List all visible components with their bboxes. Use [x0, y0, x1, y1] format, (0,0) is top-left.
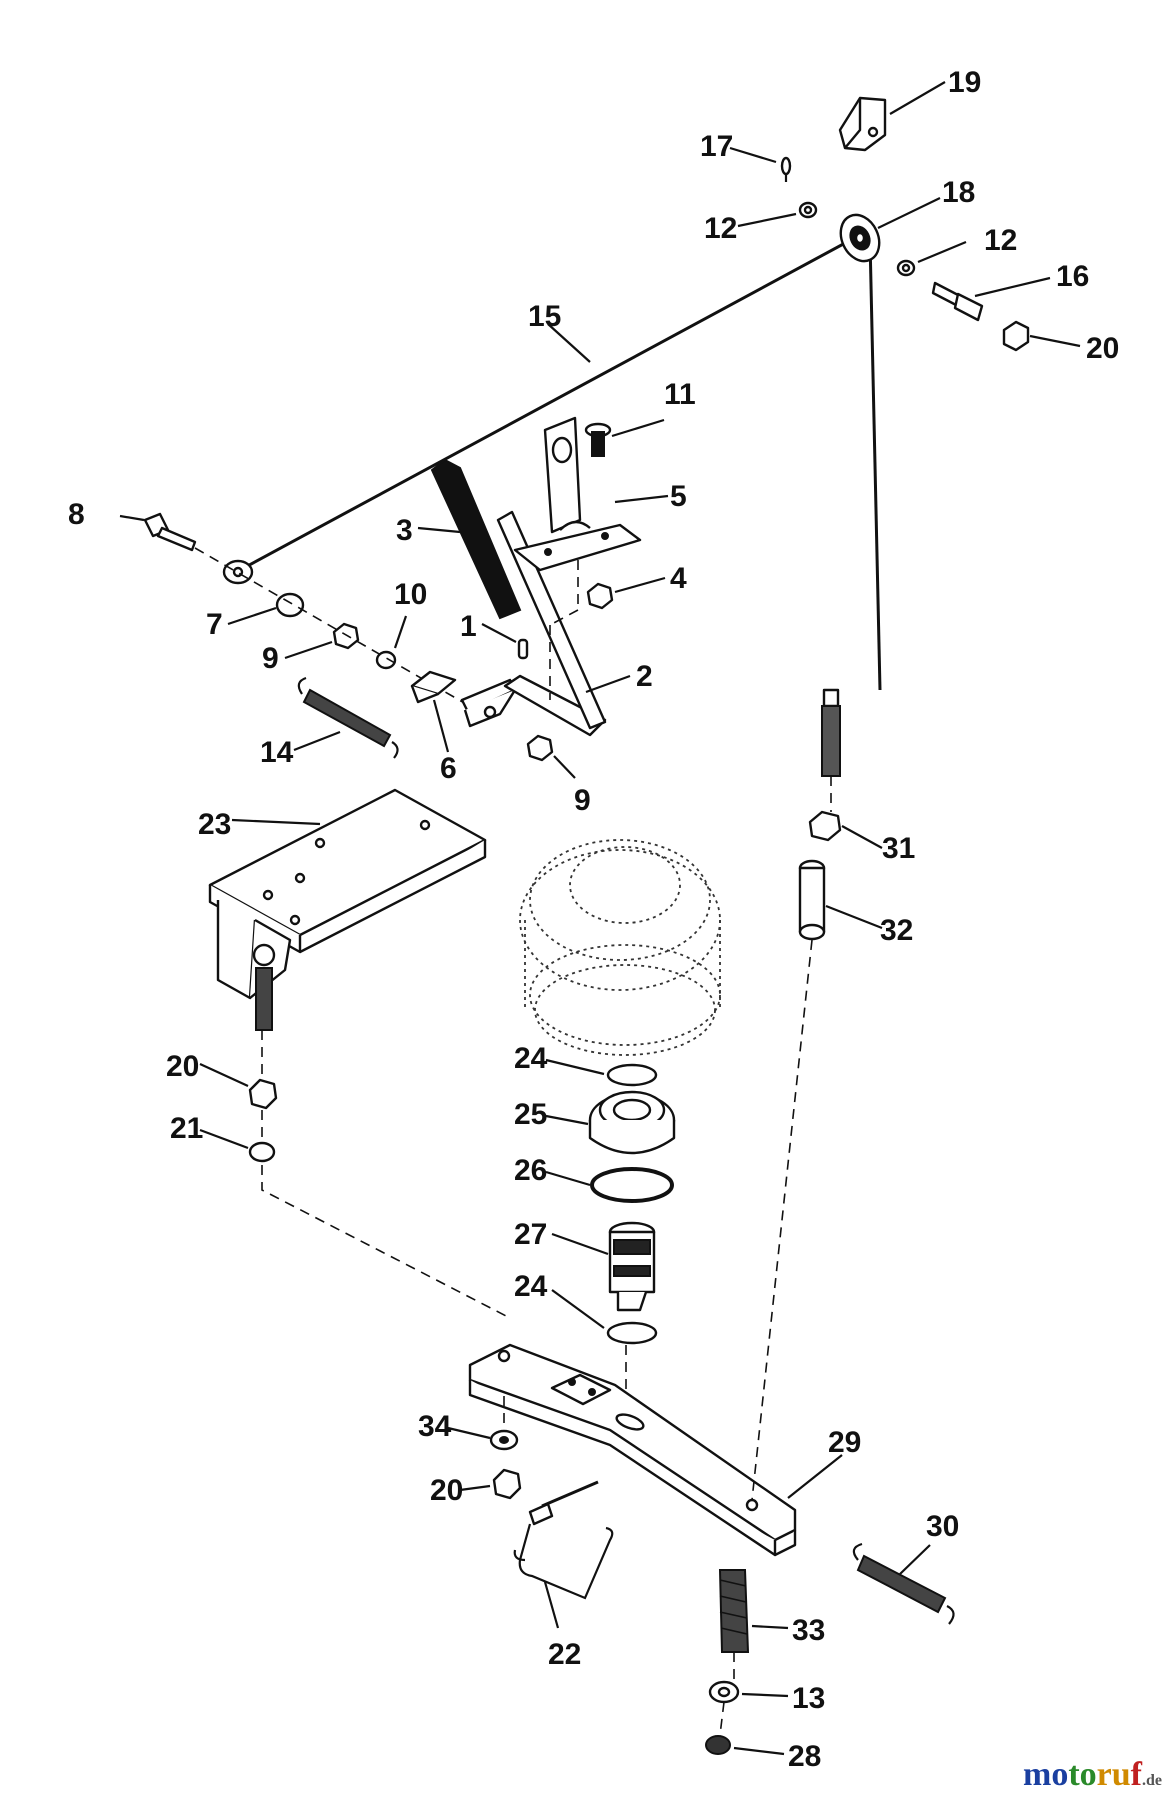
carriage-bolt [584, 422, 612, 457]
callout-14: 14 [260, 736, 294, 769]
callout-32: 32 [880, 914, 913, 947]
callout-11: 11 [664, 378, 696, 411]
callout-4: 4 [670, 562, 687, 595]
extension-spring [852, 1542, 955, 1625]
shoulder-bolt [931, 281, 984, 322]
callout-10: 10 [394, 578, 427, 611]
cotter-pin [780, 156, 792, 182]
callout-20a: 20 [1086, 332, 1119, 365]
callout-12a: 12 [704, 212, 737, 245]
mounting-bracket [513, 416, 642, 572]
pulley-wheel [839, 213, 881, 263]
spacer-left [248, 1141, 276, 1163]
retaining-ring-upper [606, 1063, 658, 1087]
callout-21: 21 [170, 1112, 203, 1145]
callout-20c: 20 [430, 1474, 463, 1507]
jam-nut [808, 810, 842, 842]
hex-nut-top [1002, 320, 1030, 352]
nut-lower [526, 734, 554, 762]
callout-5: 5 [670, 480, 687, 513]
callout-6: 6 [440, 752, 457, 785]
callout-8: 8 [68, 498, 85, 531]
control-cable [239, 233, 882, 691]
ball-bearing [588, 1090, 676, 1155]
callout-18: 18 [942, 176, 975, 209]
pin [517, 638, 529, 660]
callout-27: 27 [514, 1218, 547, 1251]
callout-28: 28 [788, 1740, 821, 1773]
callout-22: 22 [548, 1638, 581, 1671]
pulley-bracket [838, 96, 887, 152]
callout-23: 23 [198, 808, 231, 841]
bolt [143, 512, 197, 552]
cable-end-eye [222, 559, 254, 585]
watermark-logo: motoruf.de [1023, 1756, 1162, 1793]
washer-right [896, 259, 916, 277]
spring-small [297, 676, 399, 759]
callout-12b: 12 [984, 224, 1017, 257]
return-spring-rod [513, 1480, 614, 1600]
callout-25: 25 [514, 1098, 547, 1131]
compression-spring [718, 1569, 750, 1653]
callout-26: 26 [514, 1154, 547, 1187]
hex-nut-lower [492, 1468, 522, 1500]
callout-9a: 9 [262, 642, 279, 675]
washer-left [798, 201, 818, 219]
callout-3: 3 [396, 514, 413, 547]
hex-nut-left [248, 1078, 278, 1110]
callout-2: 2 [636, 660, 653, 693]
nut-upper [332, 622, 360, 650]
callout-30: 30 [926, 1510, 959, 1543]
callout-1: 1 [460, 610, 477, 643]
callout-31: 31 [882, 832, 915, 865]
retaining-ring-lower [606, 1321, 658, 1345]
handle-grip [430, 458, 522, 620]
callout-17: 17 [700, 130, 733, 163]
spacer [275, 592, 305, 618]
threaded-cable-end [821, 688, 841, 777]
callout-13: 13 [792, 1682, 825, 1715]
leader-arrows [119, 81, 1081, 1756]
flat-washer-small [708, 1680, 740, 1704]
snap-ring [590, 1167, 674, 1203]
callout-24a: 24 [514, 1042, 548, 1075]
clutch-pulley-outline [519, 839, 721, 1056]
flat-washer [489, 1429, 519, 1451]
callout-19: 19 [948, 66, 981, 99]
coupling-sleeve [798, 859, 826, 941]
callout-24b: 24 [514, 1270, 548, 1303]
callout-34: 34 [418, 1410, 452, 1443]
clutch-lever [460, 510, 607, 737]
callout-16: 16 [1056, 260, 1089, 293]
lock-washer [375, 650, 397, 670]
callout-33: 33 [792, 1614, 825, 1647]
cap-screw [705, 1735, 731, 1755]
callout-7: 7 [206, 608, 223, 641]
callout-29: 29 [828, 1426, 861, 1459]
callout-20b: 20 [166, 1050, 199, 1083]
idler-arm [468, 1343, 797, 1557]
angle-clip [410, 670, 457, 704]
pulley-shaft [608, 1221, 656, 1312]
callout-15: 15 [528, 300, 561, 333]
callout-labels: 1 2 3 4 5 6 7 8 9 9 10 11 12 12 13 14 15… [68, 66, 1119, 1773]
platform-stud [255, 967, 273, 1031]
callout-9b: 9 [574, 784, 591, 817]
nut-bracket [586, 582, 614, 610]
